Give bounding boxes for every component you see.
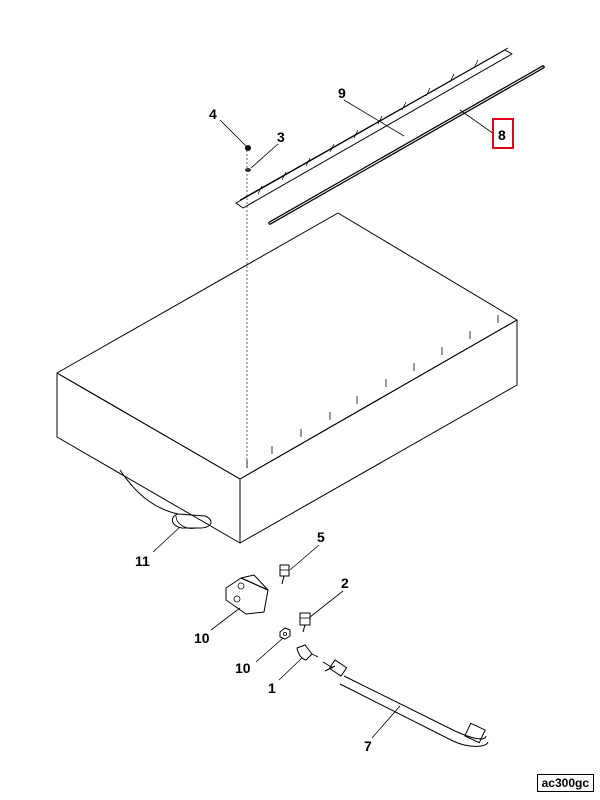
callout-11: 11 <box>135 553 150 569</box>
callout-2: 2 <box>341 575 349 591</box>
document-code: ac300gc <box>536 774 594 792</box>
washer-part <box>245 168 251 172</box>
bolt-part <box>279 564 290 585</box>
callout-9: 9 <box>338 85 346 101</box>
callout-8: 8 <box>498 127 506 143</box>
leader-lines <box>152 99 495 739</box>
callout-4: 4 <box>209 106 217 122</box>
callout-7: 7 <box>364 738 372 754</box>
lid-slots <box>246 315 499 468</box>
bolt-part-2 <box>299 612 311 633</box>
bracket-part <box>225 574 269 615</box>
callout-labels: 9 8 4 3 11 5 2 10 10 1 7 <box>135 85 506 754</box>
tank-box-part <box>56 212 518 544</box>
highlight-box-callout-8 <box>492 118 514 149</box>
callout-5: 5 <box>317 529 325 545</box>
callout-1: 1 <box>268 680 276 696</box>
callout-3: 3 <box>277 129 285 145</box>
nut-part <box>245 145 251 151</box>
callout-10-bracket: 10 <box>194 630 210 646</box>
hinge-strip-part <box>235 47 513 209</box>
hex-nut-part <box>279 627 291 640</box>
seal-strip-part <box>268 65 545 225</box>
elbow-fitting-part <box>296 644 319 661</box>
callout-10-nut: 10 <box>235 660 251 676</box>
hose-part <box>322 659 489 747</box>
